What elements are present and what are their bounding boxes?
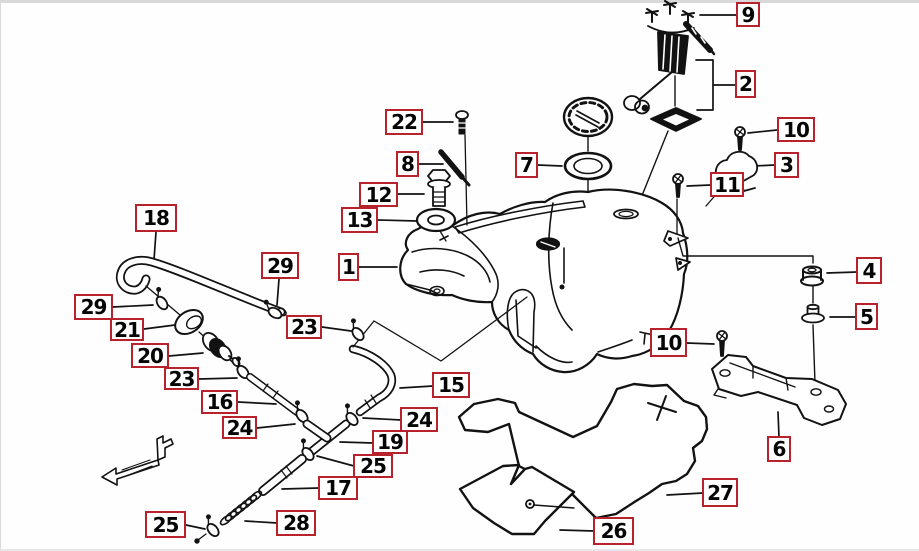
callout-8[interactable]: 8 [396,151,419,177]
callout-18[interactable]: 18 [135,204,177,232]
callout-20[interactable]: 20 [131,343,169,368]
grommet-4 [800,265,824,287]
pad-27 [457,382,709,520]
clamp-24-left [294,400,309,423]
bolt-10-right [716,330,728,357]
callout-4[interactable]: 4 [856,257,882,284]
tee-joint-19 [302,419,351,457]
pump-flange-screws [645,0,695,34]
washer-13 [415,207,457,233]
fuel-gauge-hole [535,237,561,251]
heat-shield-pads [457,382,709,536]
pad-26 [458,463,576,536]
callout-2[interactable]: 2 [735,70,756,98]
callout-23-mid[interactable]: 23 [286,315,322,339]
callout-17[interactable]: 17 [318,476,358,500]
clamp-24-right [344,403,359,426]
callout-10-top[interactable]: 10 [777,117,815,142]
fuel-line-chain [145,285,397,544]
callout-24-right[interactable]: 24 [400,407,438,432]
clamp-29-upper [263,299,283,320]
callout-11[interactable]: 11 [710,172,744,197]
fuel-pipe-16 [246,373,301,416]
bolt-22 [455,110,469,135]
callout-10-right[interactable]: 10 [650,328,687,357]
callout-15[interactable]: 15 [432,372,470,398]
tank-right-tabs [663,230,691,271]
callout-21[interactable]: 21 [110,318,144,341]
callout-28[interactable]: 28 [276,510,316,536]
callout-23-left[interactable]: 23 [164,367,199,390]
callout-5[interactable]: 5 [855,303,878,330]
bolt-10-top [734,126,746,151]
callout-29-left[interactable]: 29 [74,294,113,320]
fuel-valve-20 [201,331,241,367]
cable-sheath-17 [258,454,307,496]
callout-9[interactable]: 9 [736,2,760,27]
top-hardware [415,110,471,242]
front-direction-arrow [101,435,174,486]
callout-29-upper[interactable]: 29 [261,252,299,279]
callout-13[interactable]: 13 [341,207,378,233]
callout-6[interactable]: 6 [767,436,791,462]
connection-pointer-triangle [373,296,528,362]
callout-12[interactable]: 12 [359,182,398,207]
pump-float-arm [623,71,673,115]
right-mount-group [677,237,847,426]
fuel-filter-21 [174,308,204,336]
callout-7[interactable]: 7 [515,152,538,178]
page-left-edge [0,0,1,551]
callout-19[interactable]: 19 [372,430,408,454]
elbow-hose-15 [348,344,397,417]
pump-mount-ring [613,208,639,220]
callout-25-left[interactable]: 25 [145,511,186,538]
clamp-29-left [155,286,169,311]
bracket-hardware [672,126,759,234]
fuel-cap [562,96,614,138]
leader-lines [112,14,858,532]
pump-gasket [650,107,702,132]
fuel-pump-assembly [623,0,716,209]
callout-27[interactable]: 27 [702,478,738,507]
callout-1[interactable]: 1 [338,253,359,281]
callout-22[interactable]: 22 [385,109,423,135]
collar-5 [801,303,825,324]
clamp-25-left [205,514,220,537]
page-top-edge [0,0,919,3]
callout-25-right[interactable]: 25 [353,454,393,478]
callout-26[interactable]: 26 [593,517,634,545]
callout-3[interactable]: 3 [774,152,799,178]
clamp-23-mid [350,318,365,341]
page-bottom-edge [0,549,919,551]
bolt-11 [672,173,684,198]
bolt-12 [427,169,451,207]
filler-gasket-7 [563,151,613,181]
pin-8 [438,149,471,187]
mount-bracket-6 [711,354,847,426]
pump-body [657,21,716,75]
callout-16[interactable]: 16 [201,390,238,414]
callout-24-left[interactable]: 24 [222,416,257,439]
spring-28 [219,490,263,526]
pad-27-cross-mark [647,395,677,421]
